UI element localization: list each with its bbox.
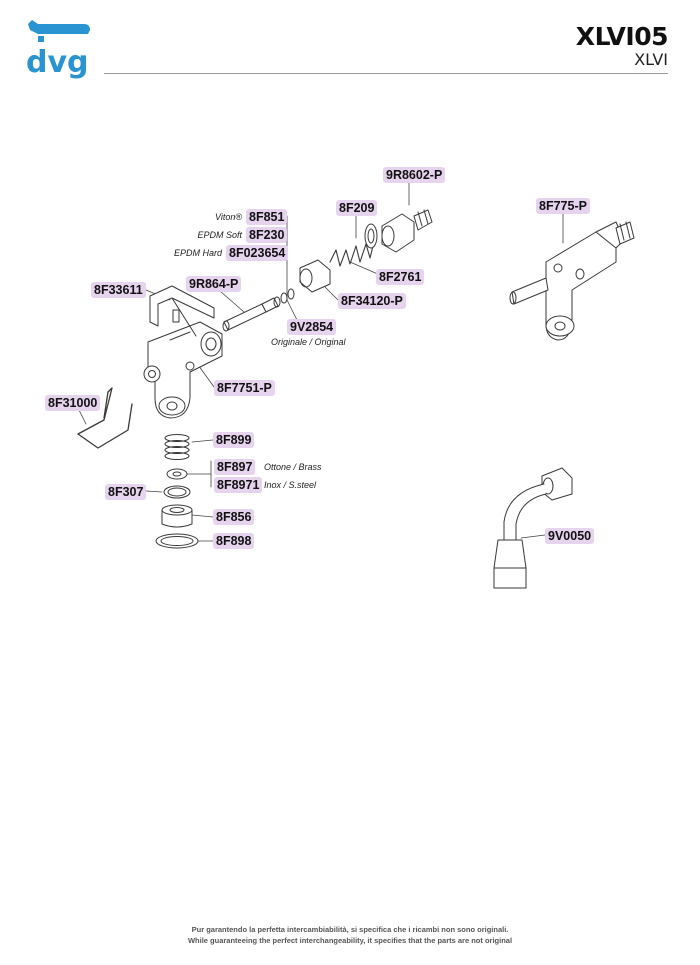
assembled-valve-drawing	[509, 221, 635, 341]
part-label-9v0050: 9V0050	[545, 528, 595, 544]
logo-portafilter-shape	[28, 20, 90, 34]
part-label-8f33611: 8F33611	[91, 282, 146, 298]
footer-disclaimer: Pur garantendo la perfetta intercambiabi…	[0, 924, 700, 946]
gasket-8f898-drawing	[155, 533, 199, 549]
part-label-8f230: 8F230	[246, 227, 288, 243]
leader-8f899	[191, 439, 214, 443]
spring-drawing	[329, 241, 375, 267]
footer-line-italian: Pur garantendo la perfetta intercambiabi…	[191, 925, 509, 934]
part-label-8f2761: 8F2761	[376, 269, 425, 285]
leader-8f307	[145, 490, 163, 493]
dvg-logo: dvg	[26, 20, 90, 80]
note-inox: Inox / S.steel	[264, 480, 317, 490]
fitting-drawing	[381, 209, 433, 253]
footer-line-english: While guaranteeing the perfect interchan…	[187, 936, 513, 945]
leader-8f2761	[349, 261, 381, 276]
model-code: XLVI05	[575, 22, 669, 51]
part-label-8f897: 8F897	[214, 459, 256, 475]
note-ottone: Ottone / Brass	[264, 462, 322, 472]
part-label-8f31000: 8F31000	[45, 395, 101, 411]
leader-lines	[77, 182, 564, 542]
note-epdm-hard: EPDM Hard	[173, 248, 222, 258]
note-epdm-soft: EPDM Soft	[197, 230, 242, 240]
spring-8f899-drawing	[164, 433, 190, 461]
part-label-8f7751p: 8F7751-P	[214, 380, 275, 396]
part-label-8f8971: 8F8971	[214, 477, 263, 493]
leader-8f856	[191, 514, 214, 518]
header-rule	[104, 73, 668, 74]
valve-body-drawing	[143, 321, 223, 419]
leader-9v2854	[286, 299, 298, 321]
part-label-9r8602p: 9R8602-P	[383, 167, 446, 183]
part-label-8f851: 8F851	[246, 209, 288, 225]
series-name: XLVI	[634, 50, 668, 69]
leader-9r864p	[219, 290, 245, 313]
cap-8f856-drawing	[161, 504, 193, 528]
pin-drawing	[222, 297, 279, 332]
part-label-8f023654: 8F023654	[226, 245, 289, 261]
part-label-8f899: 8F899	[213, 432, 255, 448]
part-label-9v2854: 9V2854	[287, 319, 337, 335]
part-label-8f209: 8F209	[336, 200, 378, 216]
note-viton: Viton®	[215, 212, 242, 222]
part-label-8f856: 8F856	[213, 509, 255, 525]
note-originale: Originale / Original	[271, 337, 346, 347]
bracket-drawing	[149, 285, 215, 337]
part-label-8f775p: 8F775-P	[536, 198, 590, 214]
logo-drip	[38, 36, 44, 42]
part-label-8f898: 8F898	[213, 533, 255, 549]
part-label-8f307: 8F307	[105, 484, 147, 500]
clip-drawing	[77, 387, 133, 449]
orings-drawing	[273, 288, 295, 308]
nut-drawing	[299, 259, 331, 293]
washers-drawing	[163, 468, 191, 499]
part-label-8f34120p: 8F34120-P	[338, 293, 406, 309]
spout-drawing	[493, 467, 573, 589]
leader-9v0050	[520, 534, 546, 539]
washer-drawing	[364, 223, 378, 249]
logo-wordmark: dvg	[26, 45, 89, 80]
part-label-9r864p: 9R864-P	[186, 276, 242, 292]
